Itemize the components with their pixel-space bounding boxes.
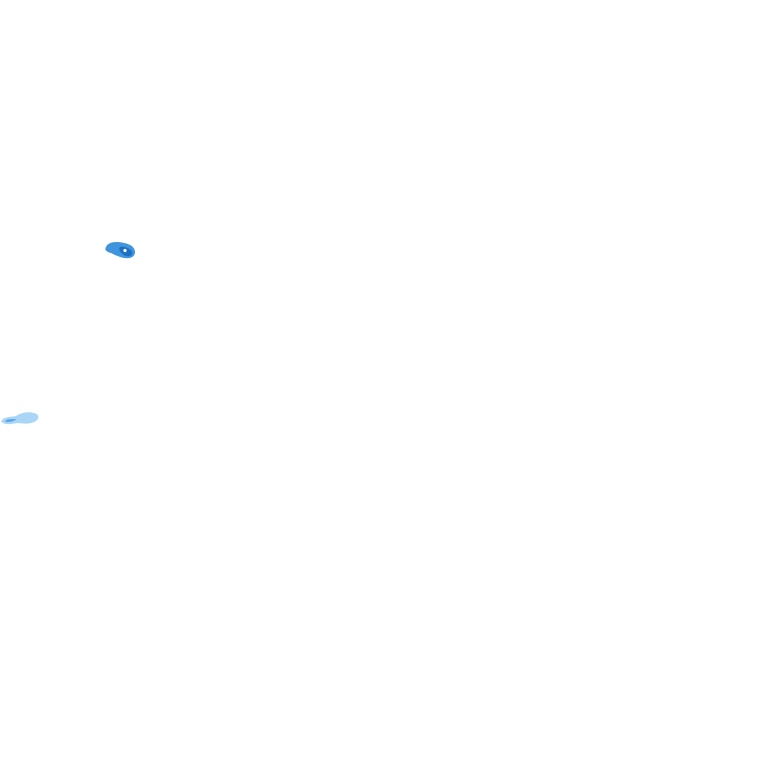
blue-splotch-highlight — [123, 248, 127, 253]
light-blue-splotch-shape — [1, 412, 39, 425]
light-blue-splotch-outer — [1, 412, 39, 425]
light-blue-splotch-core — [5, 419, 17, 422]
blue-splotch-shape — [105, 242, 135, 259]
